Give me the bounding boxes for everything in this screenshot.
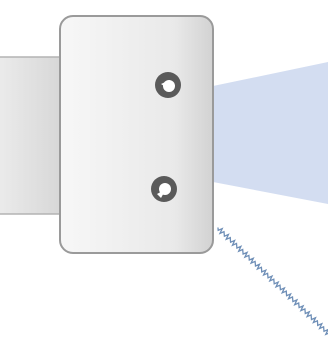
lower-port bbox=[151, 176, 177, 202]
light-beam bbox=[213, 62, 328, 204]
coiled-wire bbox=[218, 228, 328, 335]
port-with-notch-icon bbox=[151, 176, 177, 202]
sensor-body bbox=[60, 16, 213, 253]
upper-port bbox=[155, 72, 181, 98]
mounting-bracket bbox=[0, 57, 64, 214]
port-with-notch-icon bbox=[155, 72, 181, 98]
